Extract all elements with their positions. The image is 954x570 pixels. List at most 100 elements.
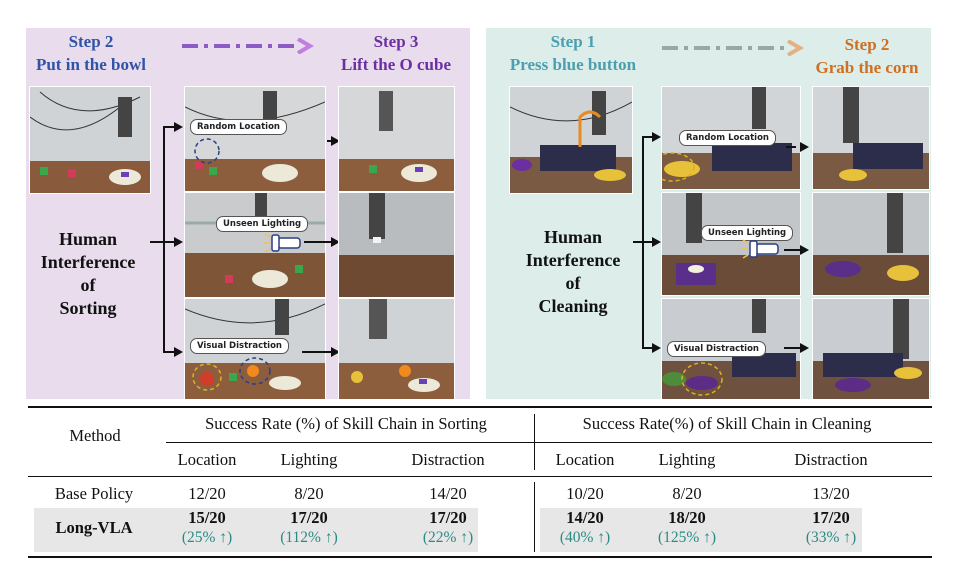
sorting-step-b-label: Step 3 Lift the O cube — [326, 30, 466, 76]
cleaning-result-arrowhead — [800, 245, 809, 255]
sorting-result-arrow — [302, 351, 332, 353]
table-cell: 14/20 — [429, 484, 467, 503]
table-method-header: Method — [69, 426, 121, 445]
long-vla-row-shade — [540, 508, 862, 552]
table-subheader: Lighting — [658, 450, 716, 469]
cleaning-branch — [642, 136, 654, 138]
sorting-step-a-title: Step 2 — [68, 32, 114, 51]
sorting-human-line: Sorting — [59, 298, 117, 318]
table-cell: 18/20 — [668, 508, 706, 527]
sorting-branch — [163, 126, 175, 128]
sorting-connector-stem — [150, 241, 164, 243]
cleaning-human-line: of — [565, 273, 581, 293]
cleaning-result-arrowhead — [800, 343, 809, 353]
table-mid-rule — [166, 442, 932, 443]
sorting-step-b-title: Step 3 — [373, 32, 419, 51]
table-group-divider — [534, 414, 535, 470]
table-gain: (22% ↑) — [422, 529, 474, 546]
sorting-human-line: Human — [58, 229, 118, 249]
sorting-step-a-label: Step 2 Put in the bowl — [26, 30, 156, 76]
sorting-result-arrowhead — [331, 347, 340, 357]
sorting-result-photo — [338, 192, 455, 298]
sorting-branch — [163, 351, 175, 353]
table-cell: 12/20 — [188, 484, 226, 503]
cleaning-step-b-subtitle: Grab the corn — [815, 58, 919, 77]
table-gain: (40% ↑) — [559, 529, 611, 546]
cleaning-branch — [642, 347, 654, 349]
cleaning-branch — [642, 241, 654, 243]
cleaning-branch-arrowhead — [652, 237, 661, 247]
cleaning-result-arrow — [786, 146, 796, 148]
cleaning-result-arrow — [784, 347, 800, 349]
cleaning-step-a-title: Step 1 — [550, 32, 596, 51]
long-vla-row-shade — [34, 508, 478, 552]
table-cell: 10/20 — [566, 484, 604, 503]
table-header-rule — [28, 476, 932, 477]
sorting-result-arrowhead — [331, 136, 340, 146]
table-row-method: Base Policy — [54, 484, 134, 503]
table-subheader: Distraction — [794, 450, 868, 469]
table-gain: (25% ↑) — [181, 529, 233, 546]
table-row-method: Long-VLA — [55, 518, 133, 537]
sorting-human-line: Interference — [40, 252, 136, 272]
table-cell: 14/20 — [566, 508, 604, 527]
sorting-tag-unseen-lighting: Unseen Lighting — [216, 216, 309, 232]
table-cell: 13/20 — [812, 484, 850, 503]
flashlight-icon — [264, 233, 301, 253]
sorting-result-photo — [338, 298, 455, 400]
sorting-result-arrow — [304, 241, 332, 243]
cleaning-human-interference: Human Interference of Cleaning — [512, 226, 634, 318]
table-sorting-header: Success Rate (%) of Skill Chain in Sorti… — [205, 414, 487, 433]
cleaning-human-line: Interference — [525, 250, 621, 270]
cleaning-branch-arrowhead — [652, 343, 661, 353]
cleaning-human-line: Human — [543, 227, 603, 247]
sorting-branch-arrowhead — [174, 237, 183, 247]
sorting-result-arrowhead — [331, 237, 340, 247]
sorting-main-photo — [29, 86, 151, 194]
table-cell: 8/20 — [294, 484, 324, 503]
sorting-human-interference: Human Interference of Sorting — [28, 228, 148, 320]
table-cleaning-header: Success Rate(%) of Skill Chain in Cleani… — [582, 414, 872, 433]
sorting-progress-arrow — [182, 38, 314, 54]
sorting-result-arrow — [327, 140, 333, 142]
table-cell: 17/20 — [290, 508, 328, 527]
sorting-branch-arrowhead — [174, 122, 183, 132]
cleaning-human-line: Cleaning — [538, 296, 608, 316]
sorting-branch-arrowhead — [174, 347, 183, 357]
cleaning-step-a-subtitle: Press blue button — [509, 55, 637, 74]
table-subheader: Location — [177, 450, 237, 469]
table-top-rule — [28, 406, 932, 408]
sorting-unseen-lighting-photo — [184, 192, 326, 298]
sorting-random-location-photo — [184, 86, 326, 192]
sorting-connector-trunk — [163, 126, 165, 352]
sorting-step-b-subtitle: Lift the O cube — [340, 55, 452, 74]
sorting-result-photo — [338, 86, 455, 192]
sorting-step-a-subtitle: Put in the bowl — [35, 55, 147, 74]
sorting-tag-visual-distraction: Visual Distraction — [190, 338, 289, 354]
table-gain: (112% ↑) — [280, 529, 338, 546]
table-bottom-rule — [28, 556, 932, 558]
cleaning-tag-unseen-lighting: Unseen Lighting — [701, 225, 794, 241]
cleaning-tag-random-location: Random Location — [679, 130, 776, 146]
table-cell: 8/20 — [672, 484, 702, 503]
sorting-branch — [163, 241, 175, 243]
sorting-tag-random-location: Random Location — [190, 119, 287, 135]
cleaning-result-arrowhead — [800, 142, 809, 152]
table-cell: 15/20 — [188, 508, 226, 527]
cleaning-tag-visual-distraction: Visual Distraction — [667, 341, 766, 357]
cleaning-step-b-title: Step 2 — [844, 35, 890, 54]
cleaning-branch-arrowhead — [652, 132, 661, 142]
cleaning-result-photo — [812, 86, 930, 190]
cleaning-result-photo — [812, 298, 930, 400]
table-group-divider — [534, 482, 535, 552]
cleaning-result-arrow — [784, 249, 800, 251]
cleaning-step-b-label: Step 2 Grab the corn — [806, 33, 928, 79]
cleaning-step-a-label: Step 1 Press blue button — [498, 30, 648, 76]
table-gain: (33% ↑) — [805, 529, 857, 546]
cleaning-result-photo — [812, 192, 930, 296]
table-subheader: Location — [555, 450, 615, 469]
flashlight-icon — [742, 239, 779, 259]
cleaning-connector-stem — [633, 241, 643, 243]
cleaning-progress-arrow — [662, 40, 804, 56]
table-subheader: Distraction — [411, 450, 485, 469]
